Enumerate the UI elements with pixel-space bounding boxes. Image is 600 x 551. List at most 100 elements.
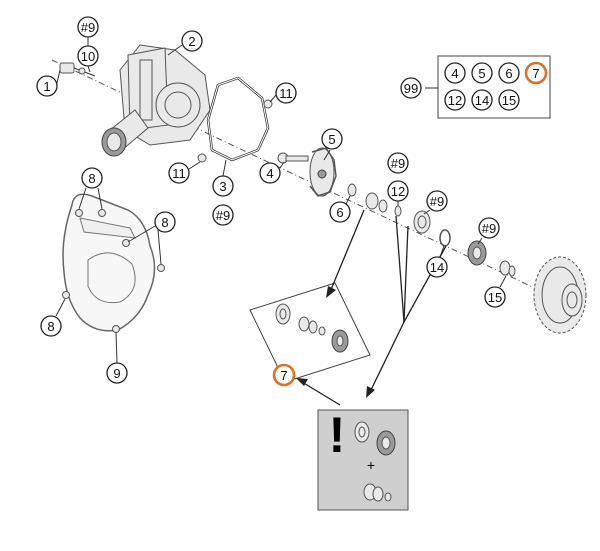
callout-c99-label: 99 xyxy=(404,81,418,96)
callout-c2[interactable]: 2 xyxy=(181,30,203,52)
plus-sign: + xyxy=(367,457,375,473)
callout-c14a[interactable]: 14 xyxy=(426,256,448,278)
callout-c8a-ring xyxy=(81,167,103,189)
drive-gear[interactable] xyxy=(533,256,587,334)
callout-c9d[interactable]: #9 xyxy=(426,190,448,212)
seal-12[interactable] xyxy=(365,192,402,217)
callout-c8b-ring xyxy=(154,211,176,233)
callout-c4-ring xyxy=(259,162,281,184)
callout-c9a[interactable]: #9 xyxy=(77,16,99,38)
kit-item-2[interactable]: 5 xyxy=(471,62,493,84)
callout-c5-label: 5 xyxy=(328,132,335,147)
washer-6[interactable] xyxy=(347,183,357,197)
callout-c12[interactable]: 12 xyxy=(387,180,409,202)
callout-c10[interactable]: 10 xyxy=(77,45,99,67)
kit-item-5-ring xyxy=(444,89,466,111)
callout-c9f-label: 9 xyxy=(113,366,120,381)
callout-c11a-label: 11 xyxy=(279,86,293,101)
screw-11-lower[interactable] xyxy=(197,153,207,163)
kit-item-7-label: 15 xyxy=(502,93,516,108)
callout-c8b-label: 8 xyxy=(161,215,168,230)
callout-c8c-ring xyxy=(40,315,62,337)
callout-c3-ring xyxy=(212,175,234,197)
kit-item-4-ring xyxy=(524,61,548,85)
callout-c9e-ring xyxy=(478,217,500,239)
callout-c12-ring xyxy=(387,180,409,202)
kit-item-1-label: 4 xyxy=(451,66,458,81)
callout-c1-label: 1 xyxy=(43,79,50,94)
callout-c9c-ring xyxy=(387,152,409,174)
circlip-14[interactable] xyxy=(439,229,451,247)
screw-8-set[interactable] xyxy=(62,209,165,333)
callout-c6a-label: 6 xyxy=(336,205,343,220)
kit-item-7[interactable]: 15 xyxy=(498,89,520,111)
callout-c3-label: 3 xyxy=(219,179,226,194)
callout-c11b-ring xyxy=(168,162,190,184)
callout-c1[interactable]: 1 xyxy=(36,75,58,97)
kit-item-3-ring xyxy=(498,62,520,84)
callout-c9a-label: #9 xyxy=(81,20,95,35)
callout-c1-ring xyxy=(36,75,58,97)
callout-c9e-label: #9 xyxy=(482,221,496,236)
kit-item-6[interactable]: 14 xyxy=(471,89,493,111)
callout-c11a-ring xyxy=(275,82,297,104)
callout-c14a-label: 14 xyxy=(430,260,444,275)
bearing-upper[interactable] xyxy=(413,210,431,234)
kit-item-1-ring xyxy=(444,62,466,84)
kit-item-6-ring xyxy=(471,89,493,111)
callout-c8c-label: 8 xyxy=(47,319,54,334)
pump-housing[interactable] xyxy=(101,44,211,157)
callout-c9c-label: #9 xyxy=(391,156,405,171)
notice-panel: ! + xyxy=(317,407,409,511)
bolt-1[interactable] xyxy=(59,62,96,77)
callout-c9d-ring xyxy=(426,190,448,212)
callout-c8b[interactable]: 8 xyxy=(154,211,176,233)
kit-item-4[interactable]: 7 xyxy=(524,61,548,85)
callout-c99[interactable]: 99 xyxy=(400,77,422,99)
callout-c2-ring xyxy=(181,30,203,52)
callout-c11a[interactable]: 11 xyxy=(275,82,297,104)
bearing-lower[interactable] xyxy=(467,240,487,266)
kit-item-3-label: 6 xyxy=(505,66,512,81)
callout-c9b-ring xyxy=(212,204,234,226)
leader-lines xyxy=(55,37,507,364)
callout-c9b[interactable]: #9 xyxy=(212,204,234,226)
callout-c7b-label: 7 xyxy=(280,368,287,383)
callout-c5-ring xyxy=(321,128,343,150)
callout-c9f-ring xyxy=(106,362,128,384)
callout-c9a-ring xyxy=(77,16,99,38)
callout-c8c[interactable]: 8 xyxy=(40,315,62,337)
kit-item-5[interactable]: 12 xyxy=(444,89,466,111)
callout-c9c[interactable]: #9 xyxy=(387,152,409,174)
impeller-5[interactable] xyxy=(309,147,337,197)
callout-c10-ring xyxy=(77,45,99,67)
kit-item-5-label: 12 xyxy=(448,93,462,108)
kit-item-4-label: 7 xyxy=(532,66,539,81)
callout-c99-ring xyxy=(400,77,422,99)
kit-item-3[interactable]: 6 xyxy=(498,62,520,84)
shaft-4[interactable] xyxy=(277,152,309,164)
callout-c4[interactable]: 4 xyxy=(259,162,281,184)
callout-c9b-label: #9 xyxy=(216,208,230,223)
callout-c9e[interactable]: #9 xyxy=(478,217,500,239)
callout-c8a[interactable]: 8 xyxy=(81,167,103,189)
callout-c6a[interactable]: 6 xyxy=(329,201,351,223)
callout-c9f[interactable]: 9 xyxy=(106,362,128,384)
callout-c15a[interactable]: 15 xyxy=(484,286,506,308)
kit-item-1[interactable]: 4 xyxy=(444,62,466,84)
gasket-3[interactable] xyxy=(206,76,270,162)
callout-c7b[interactable]: 7 xyxy=(272,363,296,387)
callout-c3[interactable]: 3 xyxy=(212,175,234,197)
kit-item-2-label: 5 xyxy=(478,66,485,81)
seal-kit-inset[interactable] xyxy=(249,282,371,383)
kit-item-2-ring xyxy=(471,62,493,84)
callout-c12-label: 12 xyxy=(391,184,405,199)
cover-gasket-9[interactable] xyxy=(62,193,156,332)
callout-c8a-label: 8 xyxy=(88,171,95,186)
callout-c5[interactable]: 5 xyxy=(321,128,343,150)
spacer-15[interactable] xyxy=(499,260,516,277)
callout-c7b-ring xyxy=(272,363,296,387)
callout-c11b[interactable]: 11 xyxy=(168,162,190,184)
